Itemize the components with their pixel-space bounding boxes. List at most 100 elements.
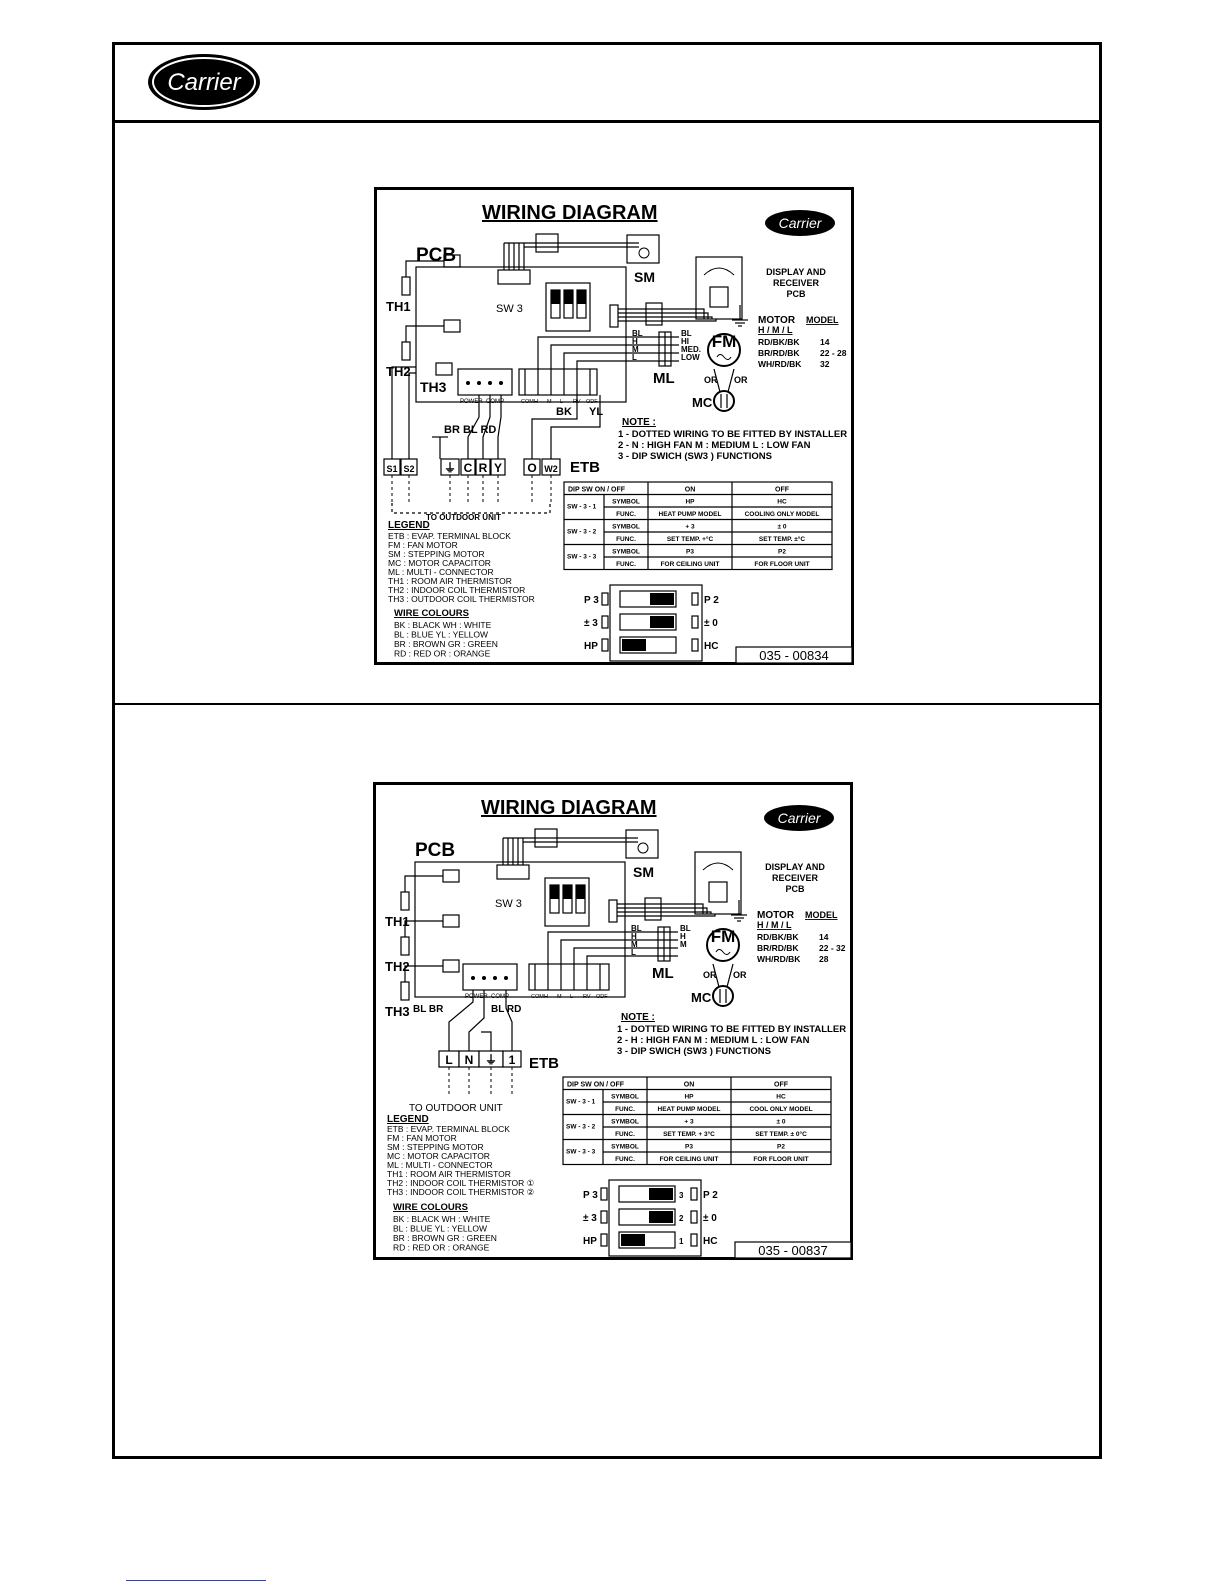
dip-right-label: ± 0 — [704, 618, 718, 629]
legend-line-1: ETB : EVAP. TERMINAL BLOCK — [387, 1124, 510, 1134]
dip-table-kind: FUNC. — [616, 511, 636, 518]
receiver-module — [708, 881, 728, 903]
ml-right-label: MED. — [681, 345, 701, 354]
wire-colours-title: WIRE COLOURS — [393, 1202, 468, 1213]
dip-pad-left — [600, 1210, 608, 1224]
dip-table-on: SET TEMP. +°C — [667, 535, 714, 543]
wire-colour-line-3: BR : BROWN GR : GREEN — [394, 639, 498, 649]
ml-left-label: H — [632, 337, 638, 346]
relay-label: COM — [531, 994, 544, 1000]
motor-wire — [537, 336, 679, 369]
motor-capacitor — [713, 390, 735, 412]
motor-model: 14 — [820, 337, 830, 347]
diagram-title: WIRING DIAGRAM — [482, 202, 658, 224]
thermistor-wire — [405, 260, 444, 277]
mc-label: MC — [692, 395, 713, 410]
dip-right-label: P 2 — [703, 1190, 718, 1201]
thermistor-label-1: TH1 — [386, 299, 411, 314]
dip-table-off: P2 — [777, 1144, 785, 1151]
motor-model: 22 - 28 — [820, 348, 847, 358]
dip-table-header: DIP SW ON / OFF — [567, 1082, 625, 1089]
relay-label: H — [544, 994, 548, 1000]
wire-colour-line-3: BR : BROWN GR : GREEN — [393, 1233, 497, 1243]
connector-pin — [504, 976, 508, 980]
dip-table — [563, 481, 833, 571]
thermistor-probe — [400, 891, 410, 911]
carrier-logo-small-text: Carrier — [779, 215, 823, 231]
motor-wire — [586, 955, 678, 964]
motor-colour: WH/RD/BK — [758, 359, 802, 369]
display-label-3: PCB — [785, 884, 805, 894]
dip-table-header: ON — [685, 487, 696, 494]
sw3-label: SW 3 — [496, 303, 523, 315]
part-code-box — [735, 646, 853, 664]
wire-colour-line-1: BK : BLACK WH : WHITE — [394, 620, 492, 630]
part-code-box — [734, 1241, 852, 1259]
motor-colour: RD/BK/BK — [757, 932, 799, 942]
dip-table-switch: SW - 3 - 2 — [567, 529, 597, 536]
ml-left-label: L — [631, 948, 636, 957]
terminal-label: O — [527, 461, 536, 475]
capacitor-wire — [712, 963, 720, 988]
legend-title: LEGEND — [388, 520, 430, 531]
display-connector — [608, 899, 618, 923]
capacitor-wire — [726, 963, 734, 988]
dip-table-kind: SYMBOL — [611, 1144, 639, 1151]
thermistor-label-3: TH3 — [385, 1004, 410, 1019]
relay-label: H — [534, 399, 538, 405]
ml-right-label: BL — [680, 924, 691, 933]
display-receiver-pcb — [694, 851, 742, 915]
legend-line-3: SM : STEPPING MOTOR — [388, 549, 485, 559]
wire-colour-line-2: BL : BLUE YL : YELLOW — [394, 630, 488, 640]
dip-switch-housing — [608, 1179, 702, 1257]
dip-table-off: SET TEMP. ± 0°C — [755, 1130, 807, 1138]
sm-label: SM — [633, 864, 654, 880]
terminal-label: S2 — [403, 464, 414, 474]
motor-capacitor — [712, 985, 734, 1007]
motor-header: MOTOR — [757, 910, 795, 921]
etb-label: ETB — [529, 1055, 559, 1072]
terminal-label: ⏚ — [485, 1053, 497, 1067]
dip-knob — [621, 1234, 645, 1246]
receiver-lens — [703, 267, 735, 276]
dip-switch-housing — [609, 584, 703, 662]
motor-colour: BR/RD/BK — [757, 943, 799, 953]
dip-knob — [622, 639, 646, 651]
fan-motor — [707, 333, 741, 367]
connector-pin — [477, 381, 481, 385]
dip-table-switch: SW - 3 - 1 — [566, 1099, 596, 1106]
ml-right-label: BL — [681, 329, 692, 338]
ml-right-label: LOW — [681, 353, 700, 362]
display-cable-clip — [644, 897, 662, 921]
dip-table-off: FOR FLOOR UNIT — [754, 561, 809, 568]
dip-knob — [650, 616, 674, 628]
dip-table-switch: SW - 3 - 3 — [566, 1149, 596, 1156]
power-label: POWER — [465, 994, 488, 1000]
dip-table-kind: SYMBOL — [611, 1119, 639, 1126]
fm-label: FM — [712, 332, 737, 351]
terminal-wire — [505, 990, 513, 1051]
motor-colour: RD/BK/BK — [758, 337, 800, 347]
terminal-wire — [497, 395, 502, 459]
dip-table-on: HEAT PUMP MODEL — [659, 511, 722, 518]
stepping-motor-shaft — [637, 842, 649, 854]
motor-model: 22 - 32 — [819, 943, 846, 953]
motor-model: 28 — [819, 954, 829, 964]
motor-model: 32 — [820, 359, 830, 369]
carrier-logo-small-text: Carrier — [778, 810, 822, 826]
motor-wire — [560, 939, 678, 964]
sm-label: SM — [634, 269, 655, 285]
legend-line-2: FM : FAN MOTOR — [388, 540, 458, 550]
display-cable — [617, 914, 716, 917]
motor-wire — [563, 352, 679, 369]
dip-pad-right — [690, 1210, 698, 1224]
ml-right-label: H — [680, 932, 686, 941]
note-line-3: 3 - DIP SWICH (SW3 ) FUNCTIONS — [618, 451, 772, 462]
pcb-label: PCB — [415, 840, 455, 861]
display-receiver-pcb — [695, 256, 743, 320]
or-label-1: OR — [704, 375, 718, 385]
etb-label: ETB — [570, 459, 600, 476]
thermistor-probe — [400, 981, 410, 1001]
relay-label: M — [557, 994, 562, 1000]
